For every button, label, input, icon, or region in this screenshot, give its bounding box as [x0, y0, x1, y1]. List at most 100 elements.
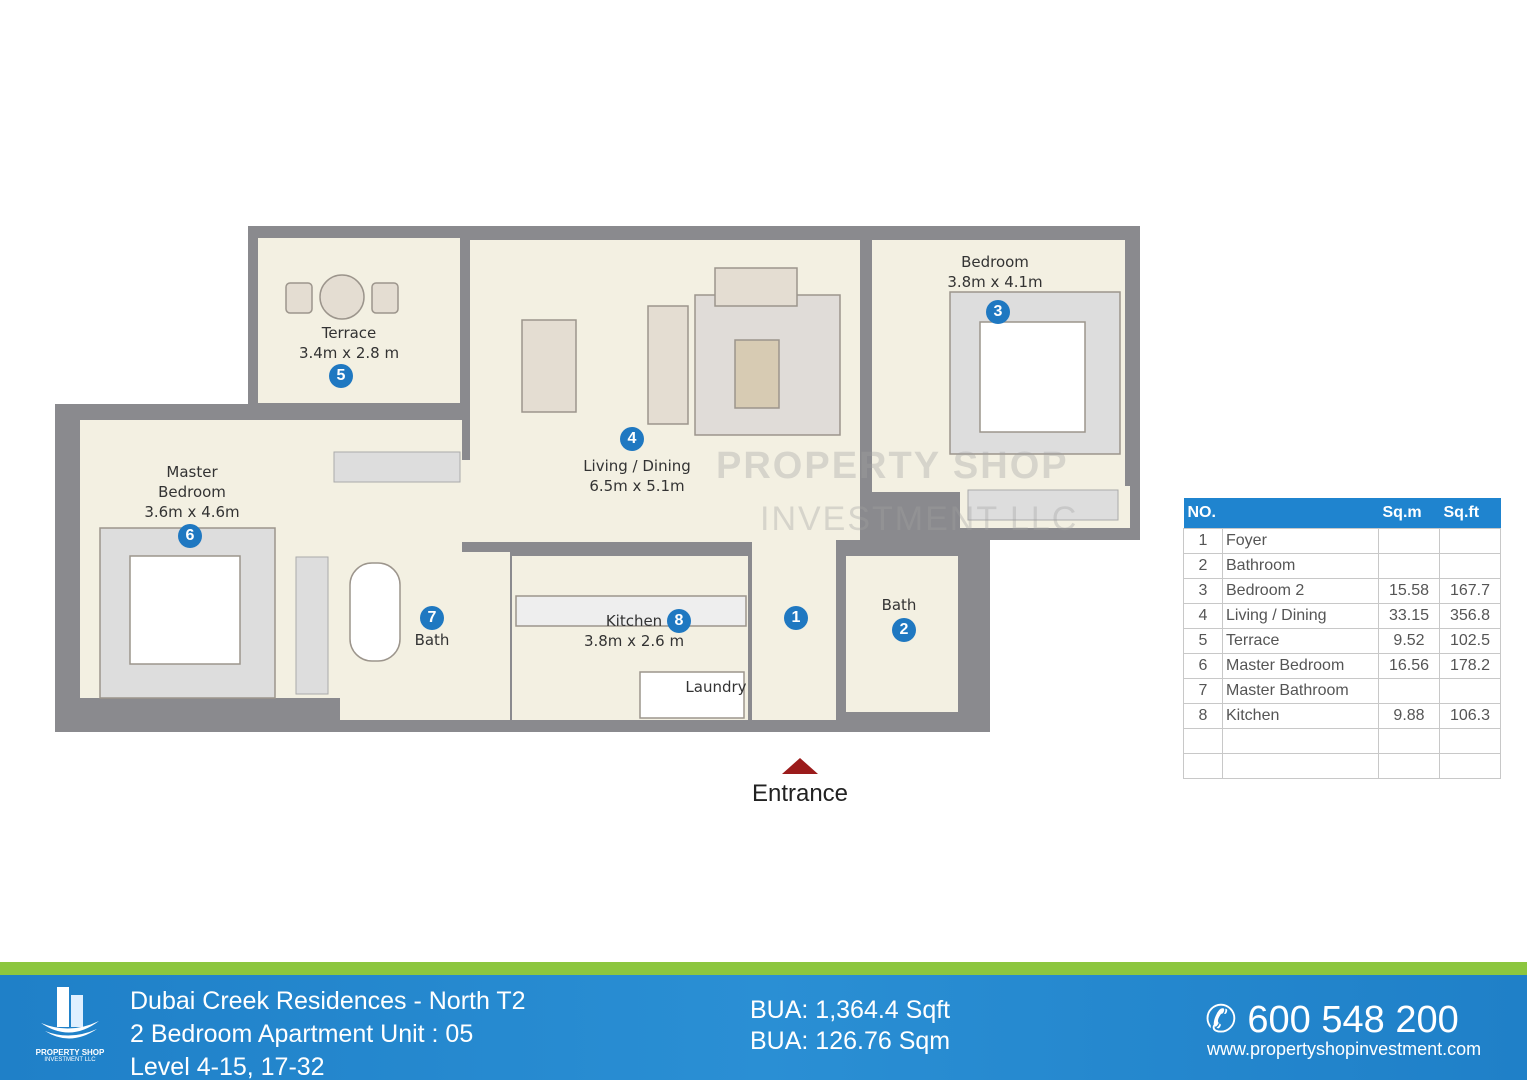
row-sqft	[1439, 553, 1501, 579]
coffee-table	[734, 339, 780, 409]
project-name: Dubai Creek Residences - North T2	[130, 987, 526, 1015]
bua-sqft: BUA: 1,364.4 Sqft	[750, 996, 951, 1024]
project-info: Dubai Creek Residences - North T2 2 Bedr…	[130, 985, 526, 1084]
table-row	[1183, 753, 1501, 779]
row-no: 7	[1183, 678, 1223, 704]
row-room	[1222, 728, 1379, 754]
row-sqm	[1378, 553, 1440, 579]
header-room	[1222, 498, 1379, 529]
room-marker-6: 6	[178, 524, 202, 548]
row-sqm	[1378, 528, 1440, 554]
entrance-arrow-icon	[782, 758, 818, 774]
wardrobes	[295, 451, 1119, 695]
row-room: Kitchen	[1222, 703, 1379, 729]
row-sqft: 356.8	[1439, 603, 1501, 629]
row-sqft	[1439, 728, 1501, 754]
row-room: Foyer	[1222, 528, 1379, 554]
row-sqm: 15.58	[1378, 578, 1440, 604]
row-room: Master Bathroom	[1222, 678, 1379, 704]
row-sqft	[1439, 753, 1501, 779]
row-room: Terrace	[1222, 628, 1379, 654]
watermark: PROPERTY SHOP	[716, 445, 1069, 487]
logo-subtext: INVESTMENT LLC	[44, 1057, 96, 1063]
phone-icon: ✆	[1205, 999, 1237, 1041]
bua-info: BUA: 1,364.4 Sqft BUA: 126.76 Sqm	[750, 995, 950, 1057]
row-no: 2	[1183, 553, 1223, 579]
row-no	[1183, 753, 1223, 779]
company-logo: PROPERTY SHOP INVESTMENT LLC	[28, 983, 112, 1063]
row-room: Master Bedroom	[1222, 653, 1379, 679]
header-sqm: Sq.m	[1378, 498, 1440, 529]
foyer-floor	[752, 540, 836, 720]
row-no: 6	[1183, 653, 1223, 679]
dining-table	[521, 319, 577, 413]
row-sqft: 106.3	[1439, 703, 1501, 729]
unit-info: 2 Bedroom Apartment Unit : 05	[130, 1020, 474, 1048]
master-bath-label: Bath	[414, 631, 450, 649]
row-no: 3	[1183, 578, 1223, 604]
row-room: Bedroom 2	[1222, 578, 1379, 604]
level-info: Level 4-15, 17-32	[130, 1053, 325, 1081]
row-no	[1183, 728, 1223, 754]
entrance-label: Entrance	[751, 780, 849, 807]
phone-text: 600 548 200	[1247, 999, 1459, 1041]
row-sqm: 16.56	[1378, 653, 1440, 679]
row-room: Living / Dining	[1222, 603, 1379, 629]
row-no: 4	[1183, 603, 1223, 629]
row-room: Bathroom	[1222, 553, 1379, 579]
header-sqft: Sq.ft	[1439, 498, 1501, 529]
room-marker-3: 3	[986, 300, 1010, 324]
room-marker-5: 5	[329, 364, 353, 388]
row-no: 1	[1183, 528, 1223, 554]
table-header: NO. Sq.m Sq.ft	[1183, 498, 1501, 529]
header-no: NO.	[1183, 498, 1223, 529]
row-no: 8	[1183, 703, 1223, 729]
corridor-floor	[462, 460, 762, 542]
row-sqft: 167.7	[1439, 578, 1501, 604]
table-row	[1183, 728, 1501, 754]
phone-number[interactable]: ✆ 600 548 200	[1205, 997, 1459, 1042]
counter	[515, 595, 747, 627]
room-marker-1: 1	[784, 606, 808, 630]
row-sqm: 9.88	[1378, 703, 1440, 729]
footer-bar: PROPERTY SHOP INVESTMENT LLC Dubai Creek…	[0, 975, 1527, 1081]
row-no: 5	[1183, 628, 1223, 654]
furniture	[99, 267, 1121, 719]
terrace-floor	[258, 238, 460, 403]
room-marker-4: 4	[620, 427, 644, 451]
laundry-label: Laundry	[685, 678, 747, 696]
row-sqm	[1378, 753, 1440, 779]
room-marker-8: 8	[667, 609, 691, 633]
sofa	[647, 305, 689, 425]
row-sqft	[1439, 528, 1501, 554]
floor-plan	[55, 226, 1140, 732]
bua-sqm: BUA: 126.76 Sqm	[750, 1027, 951, 1055]
room-marker-2: 2	[892, 618, 916, 642]
bath-label: Bath	[881, 596, 917, 614]
terrace-table	[319, 274, 365, 320]
building-logo-icon	[41, 987, 99, 1039]
row-sqm	[1378, 678, 1440, 704]
room-marker-7: 7	[420, 606, 444, 630]
row-room	[1222, 753, 1379, 779]
logo-text: PROPERTY SHOP	[35, 1048, 105, 1057]
website-link[interactable]: www.propertyshopinvestment.com	[1207, 1039, 1482, 1059]
row-sqm	[1378, 728, 1440, 754]
bathtub	[349, 562, 401, 662]
row-sqm: 33.15	[1378, 603, 1440, 629]
row-sqft: 178.2	[1439, 653, 1501, 679]
row-sqft	[1439, 678, 1501, 704]
footer-green-stripe	[0, 962, 1527, 975]
